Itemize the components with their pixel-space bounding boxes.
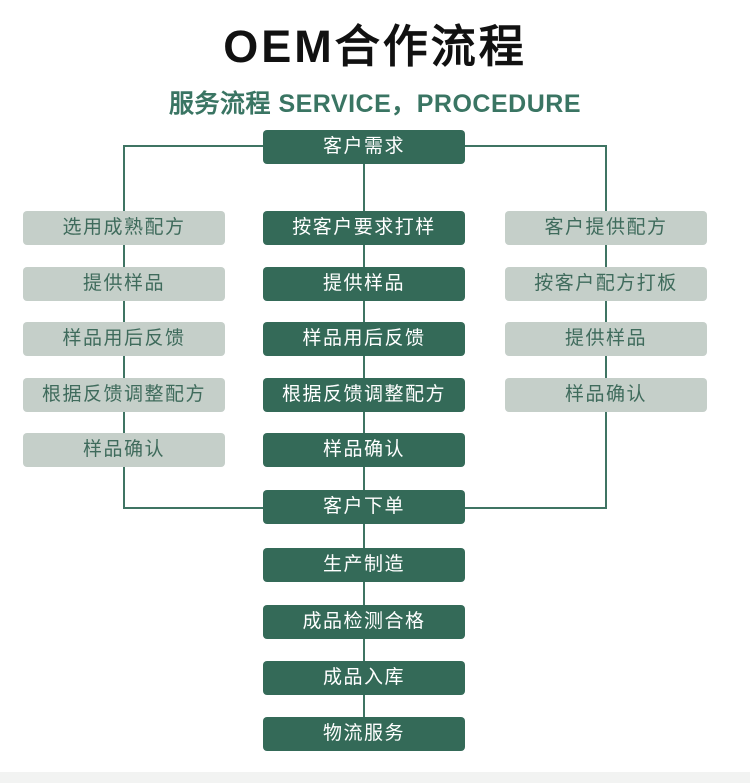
flow-step-center-sample-per-request: 按客户要求打样 xyxy=(263,211,465,245)
flow-step-logistics: 物流服务 xyxy=(263,717,465,751)
flow-step-warehouse: 成品入库 xyxy=(263,661,465,695)
connector-bottom-right-horizontal xyxy=(464,507,607,509)
flow-step-customer-order: 客户下单 xyxy=(263,490,465,524)
flow-step-right-sample-confirm: 样品确认 xyxy=(505,378,707,412)
flow-step-left-sample-confirm: 样品确认 xyxy=(23,433,225,467)
flow-step-right-provide-sample: 提供样品 xyxy=(505,322,707,356)
flow-step-quality-inspection: 成品检测合格 xyxy=(263,605,465,639)
flow-step-center-adjust-formula: 根据反馈调整配方 xyxy=(263,378,465,412)
flow-step-customer-demand: 客户需求 xyxy=(263,130,465,164)
connector-top-right-horizontal xyxy=(464,145,607,147)
flow-step-center-sample-feedback: 样品用后反馈 xyxy=(263,322,465,356)
flow-step-right-customer-formula: 客户提供配方 xyxy=(505,211,707,245)
flow-step-right-sample-per-formula: 按客户配方打板 xyxy=(505,267,707,301)
page-subtitle: 服务流程 SERVICE，PROCEDURE xyxy=(169,90,581,118)
flow-step-left-sample-feedback: 样品用后反馈 xyxy=(23,322,225,356)
flow-step-left-provide-sample: 提供样品 xyxy=(23,267,225,301)
flow-step-production: 生产制造 xyxy=(263,548,465,582)
connector-top-left-horizontal xyxy=(123,145,264,147)
flow-step-center-sample-confirm: 样品确认 xyxy=(263,433,465,467)
connector-bottom-left-horizontal xyxy=(123,507,264,509)
flow-step-center-provide-sample: 提供样品 xyxy=(263,267,465,301)
bottom-section-divider xyxy=(0,772,750,783)
flow-step-left-select-mature-formula: 选用成熟配方 xyxy=(23,211,225,245)
flow-step-left-adjust-formula: 根据反馈调整配方 xyxy=(23,378,225,412)
page-title: OEM合作流程 xyxy=(223,21,527,72)
